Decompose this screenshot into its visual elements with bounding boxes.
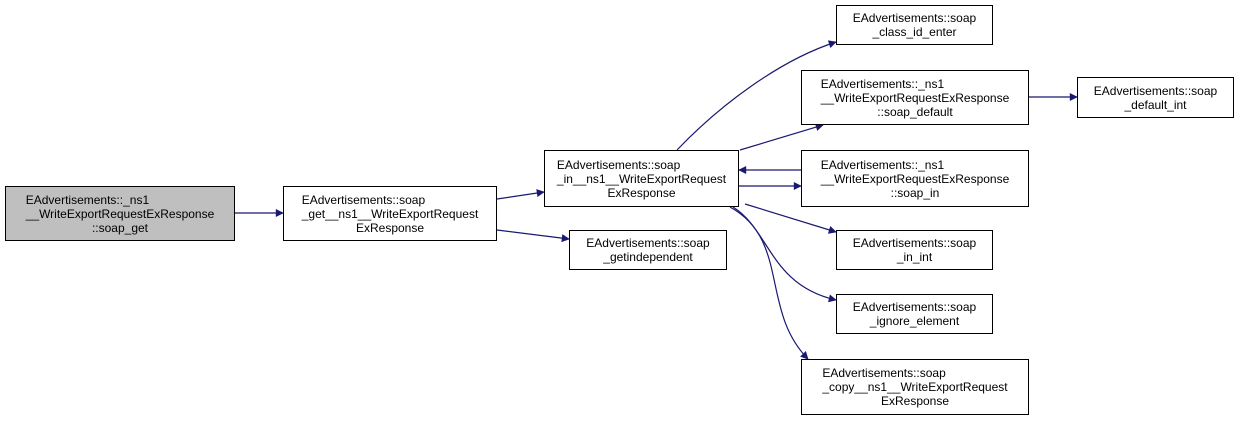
- graph-node-n1[interactable]: EAdvertisements::soap_get__ns1__WriteExp…: [283, 186, 497, 241]
- node-label-line: ::soap_get: [91, 220, 149, 235]
- node-label-line: EAdvertisements::soap: [852, 236, 977, 250]
- node-label-line: _ignore_element: [869, 314, 960, 328]
- edge-n2-to-n4: [676, 40, 837, 151]
- edge-n2-to-n8: [744, 203, 837, 234]
- node-label-line: ::soap_default: [877, 104, 953, 119]
- node-label-line: EAdvertisements::_ns1: [820, 76, 945, 91]
- node-label-line: EAdvertisements::soap: [556, 157, 681, 172]
- graph-node-n0[interactable]: EAdvertisements::_ns1__WriteExportReques…: [5, 186, 235, 241]
- node-label-line: _copy__ns1__WriteExportRequest: [822, 380, 1008, 394]
- node-label-line: _get__ns1__WriteExportRequest: [301, 206, 479, 221]
- node-label-line: EAdvertisements::soap: [1093, 83, 1218, 98]
- node-label-line: _getindependent: [603, 250, 693, 264]
- graph-node-n2[interactable]: EAdvertisements::soap_in__ns1__WriteExpo…: [544, 150, 739, 207]
- node-label-line: __WriteExportRequestExResponse: [820, 90, 1010, 105]
- node-label-line: EAdvertisements::soap: [852, 300, 977, 314]
- node-label-line: EAdvertisements::_ns1: [820, 157, 945, 172]
- node-label-line: _class_id_enter: [872, 25, 957, 39]
- node-label-line: ExResponse: [607, 185, 676, 200]
- node-label-line: EAdvertisements::soap: [852, 11, 977, 25]
- edge-n1-to-n2: [496, 189, 545, 200]
- edge-n2-to-n9: [732, 206, 837, 303]
- node-label-line: ExResponse: [355, 220, 425, 235]
- node-label: EAdvertisements::soap_copy__ns1__WriteEx…: [822, 366, 1007, 408]
- node-label-line: EAdvertisements::_ns1: [25, 192, 150, 207]
- node-label-line: __WriteExportRequestExResponse: [820, 171, 1010, 186]
- node-label: EAdvertisements::soap_get__ns1__WriteExp…: [302, 193, 479, 235]
- node-label-line: _in__ns1__WriteExportRequest: [556, 171, 727, 186]
- graph-node-n7[interactable]: EAdvertisements::_ns1__WriteExportReques…: [801, 150, 1029, 207]
- node-label-line: _in_int: [896, 250, 933, 264]
- node-label-line: ::soap_in: [890, 185, 940, 200]
- graph-node-n8[interactable]: EAdvertisements::soap_in_int: [836, 230, 993, 270]
- edge-n2-to-n5: [739, 123, 824, 151]
- node-label-line: __WriteExportRequestExResponse: [25, 206, 215, 221]
- node-label: EAdvertisements::_ns1__WriteExportReques…: [821, 158, 1010, 200]
- graph-node-n10[interactable]: EAdvertisements::soap_copy__ns1__WriteEx…: [801, 359, 1029, 415]
- node-label: EAdvertisements::_ns1__WriteExportReques…: [26, 193, 215, 235]
- node-label-line: _default_int: [1124, 97, 1187, 112]
- node-label: EAdvertisements::soap_in__ns1__WriteExpo…: [557, 158, 726, 200]
- node-label-line: ExResponse: [880, 394, 950, 408]
- node-label-line: EAdvertisements::soap: [822, 366, 946, 380]
- graph-node-n9[interactable]: EAdvertisements::soap_ignore_element: [836, 294, 993, 334]
- node-label-line: EAdvertisements::soap: [301, 192, 426, 207]
- node-label: EAdvertisements::_ns1__WriteExportReques…: [821, 77, 1010, 119]
- graph-node-n3[interactable]: EAdvertisements::soap_getindependent: [569, 230, 727, 270]
- node-label: EAdvertisements::soap_getindependent: [586, 236, 709, 264]
- node-label: EAdvertisements::soap_class_id_enter: [853, 11, 976, 39]
- edge-n1-to-n3: [496, 229, 570, 243]
- node-label: EAdvertisements::soap_default_int: [1094, 84, 1217, 112]
- node-label-line: EAdvertisements::soap: [586, 236, 710, 250]
- graph-node-n6[interactable]: EAdvertisements::soap_default_int: [1077, 77, 1234, 118]
- graph-node-n4[interactable]: EAdvertisements::soap_class_id_enter: [836, 5, 993, 45]
- node-label: EAdvertisements::soap_in_int: [853, 236, 976, 264]
- graph-node-n5[interactable]: EAdvertisements::_ns1__WriteExportReques…: [801, 70, 1029, 125]
- node-label: EAdvertisements::soap_ignore_element: [853, 300, 976, 328]
- edge-n2-to-n10: [729, 206, 809, 360]
